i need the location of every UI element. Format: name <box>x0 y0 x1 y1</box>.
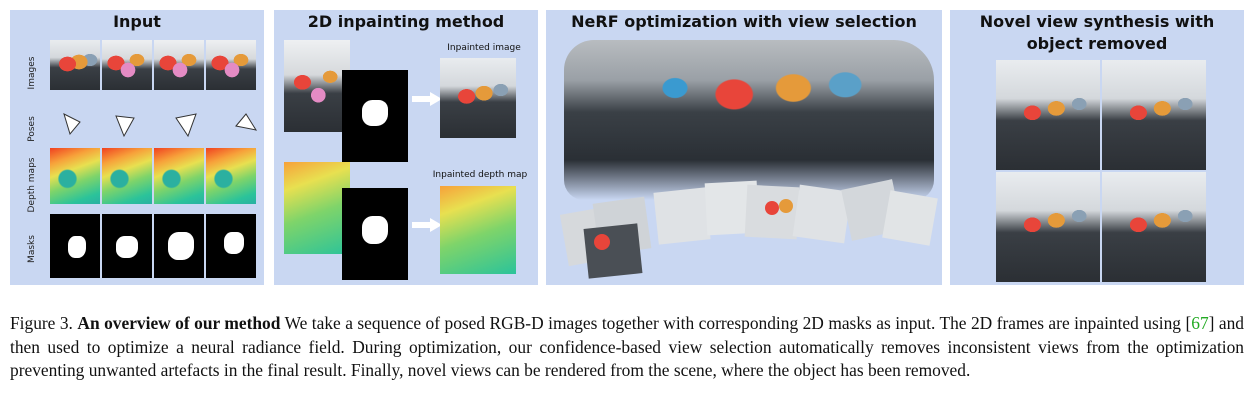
row-label-images: Images <box>27 56 37 90</box>
input-image-4 <box>206 40 256 90</box>
row-label-masks: Masks <box>27 235 37 263</box>
pillow-yellow <box>779 199 793 213</box>
view-frame-3 <box>653 187 711 245</box>
inpaint-input-depth <box>284 162 350 254</box>
input-image-1 <box>50 40 100 90</box>
pose-icon-1 <box>63 113 81 136</box>
input-depth-1 <box>50 148 100 204</box>
citation-link[interactable]: 67 <box>1191 313 1209 333</box>
novel-panel-title-line2: object removed <box>1026 34 1168 53</box>
nerf-panel-title: NeRF optimization with view selection <box>571 12 917 31</box>
row-label-poses: Poses <box>27 116 37 142</box>
inpainted-depth-label: Inpainted depth map <box>432 170 528 180</box>
arrow-right-icon <box>412 218 442 232</box>
figure-label: Figure 3. <box>10 313 73 333</box>
inpainted-depth <box>440 186 516 274</box>
view-frame-6 <box>792 184 852 244</box>
pillow-orange <box>765 201 779 215</box>
caption-text-2: ] and then used to optimize a neural rad… <box>10 313 1245 380</box>
pose-icon-2 <box>115 115 135 138</box>
inpaint-input-image <box>284 40 350 132</box>
input-panel-title: Input <box>113 12 161 31</box>
input-mask-2 <box>102 214 152 278</box>
arrow-right-icon <box>412 92 442 106</box>
figure-caption: Figure 3. An overview of our method We t… <box>10 312 1244 383</box>
input-mask-3 <box>154 214 204 278</box>
input-depth-4 <box>206 148 256 204</box>
inpaint-input-mask <box>342 70 408 162</box>
caption-text-1: We take a sequence of posed RGB-D images… <box>284 313 1192 333</box>
nerf-reconstruction <box>564 40 934 200</box>
caption-bold-title: An overview of our method <box>77 313 281 333</box>
inpainted-image-label: Inpainted image <box>447 43 521 53</box>
inpaint-depth-mask <box>342 188 408 280</box>
inpainting-panel: 2D inpainting method Inpainted image Inp… <box>274 10 538 285</box>
novel-view-3 <box>996 172 1100 282</box>
pose-icon-3 <box>175 113 197 138</box>
input-image-3 <box>154 40 204 90</box>
nerf-panel: NeRF optimization with view selection <box>546 10 942 285</box>
input-mask-4 <box>206 214 256 278</box>
camera-views <box>559 179 938 279</box>
inpainted-image <box>440 58 516 138</box>
input-depth-2 <box>102 148 152 204</box>
pose-icons <box>63 113 258 138</box>
input-depth-3 <box>154 148 204 204</box>
row-label-depth: Depth maps <box>27 157 37 213</box>
novel-panel: Novel view synthesis with object removed <box>950 10 1244 285</box>
pose-icon-4 <box>235 113 258 131</box>
novel-panel-title-line1: Novel view synthesis with <box>979 12 1215 31</box>
novel-view-4 <box>1102 172 1206 282</box>
pillow-red <box>594 234 610 250</box>
input-panel: Input Images Poses Depth maps Masks <box>10 10 264 285</box>
view-frame-9 <box>583 223 643 279</box>
novel-view-1 <box>996 60 1100 170</box>
view-frame-8 <box>882 190 938 246</box>
novel-view-2 <box>1102 60 1206 170</box>
inpainting-panel-title: 2D inpainting method <box>307 12 505 31</box>
input-image-2 <box>102 40 152 90</box>
input-mask-1 <box>50 214 100 278</box>
